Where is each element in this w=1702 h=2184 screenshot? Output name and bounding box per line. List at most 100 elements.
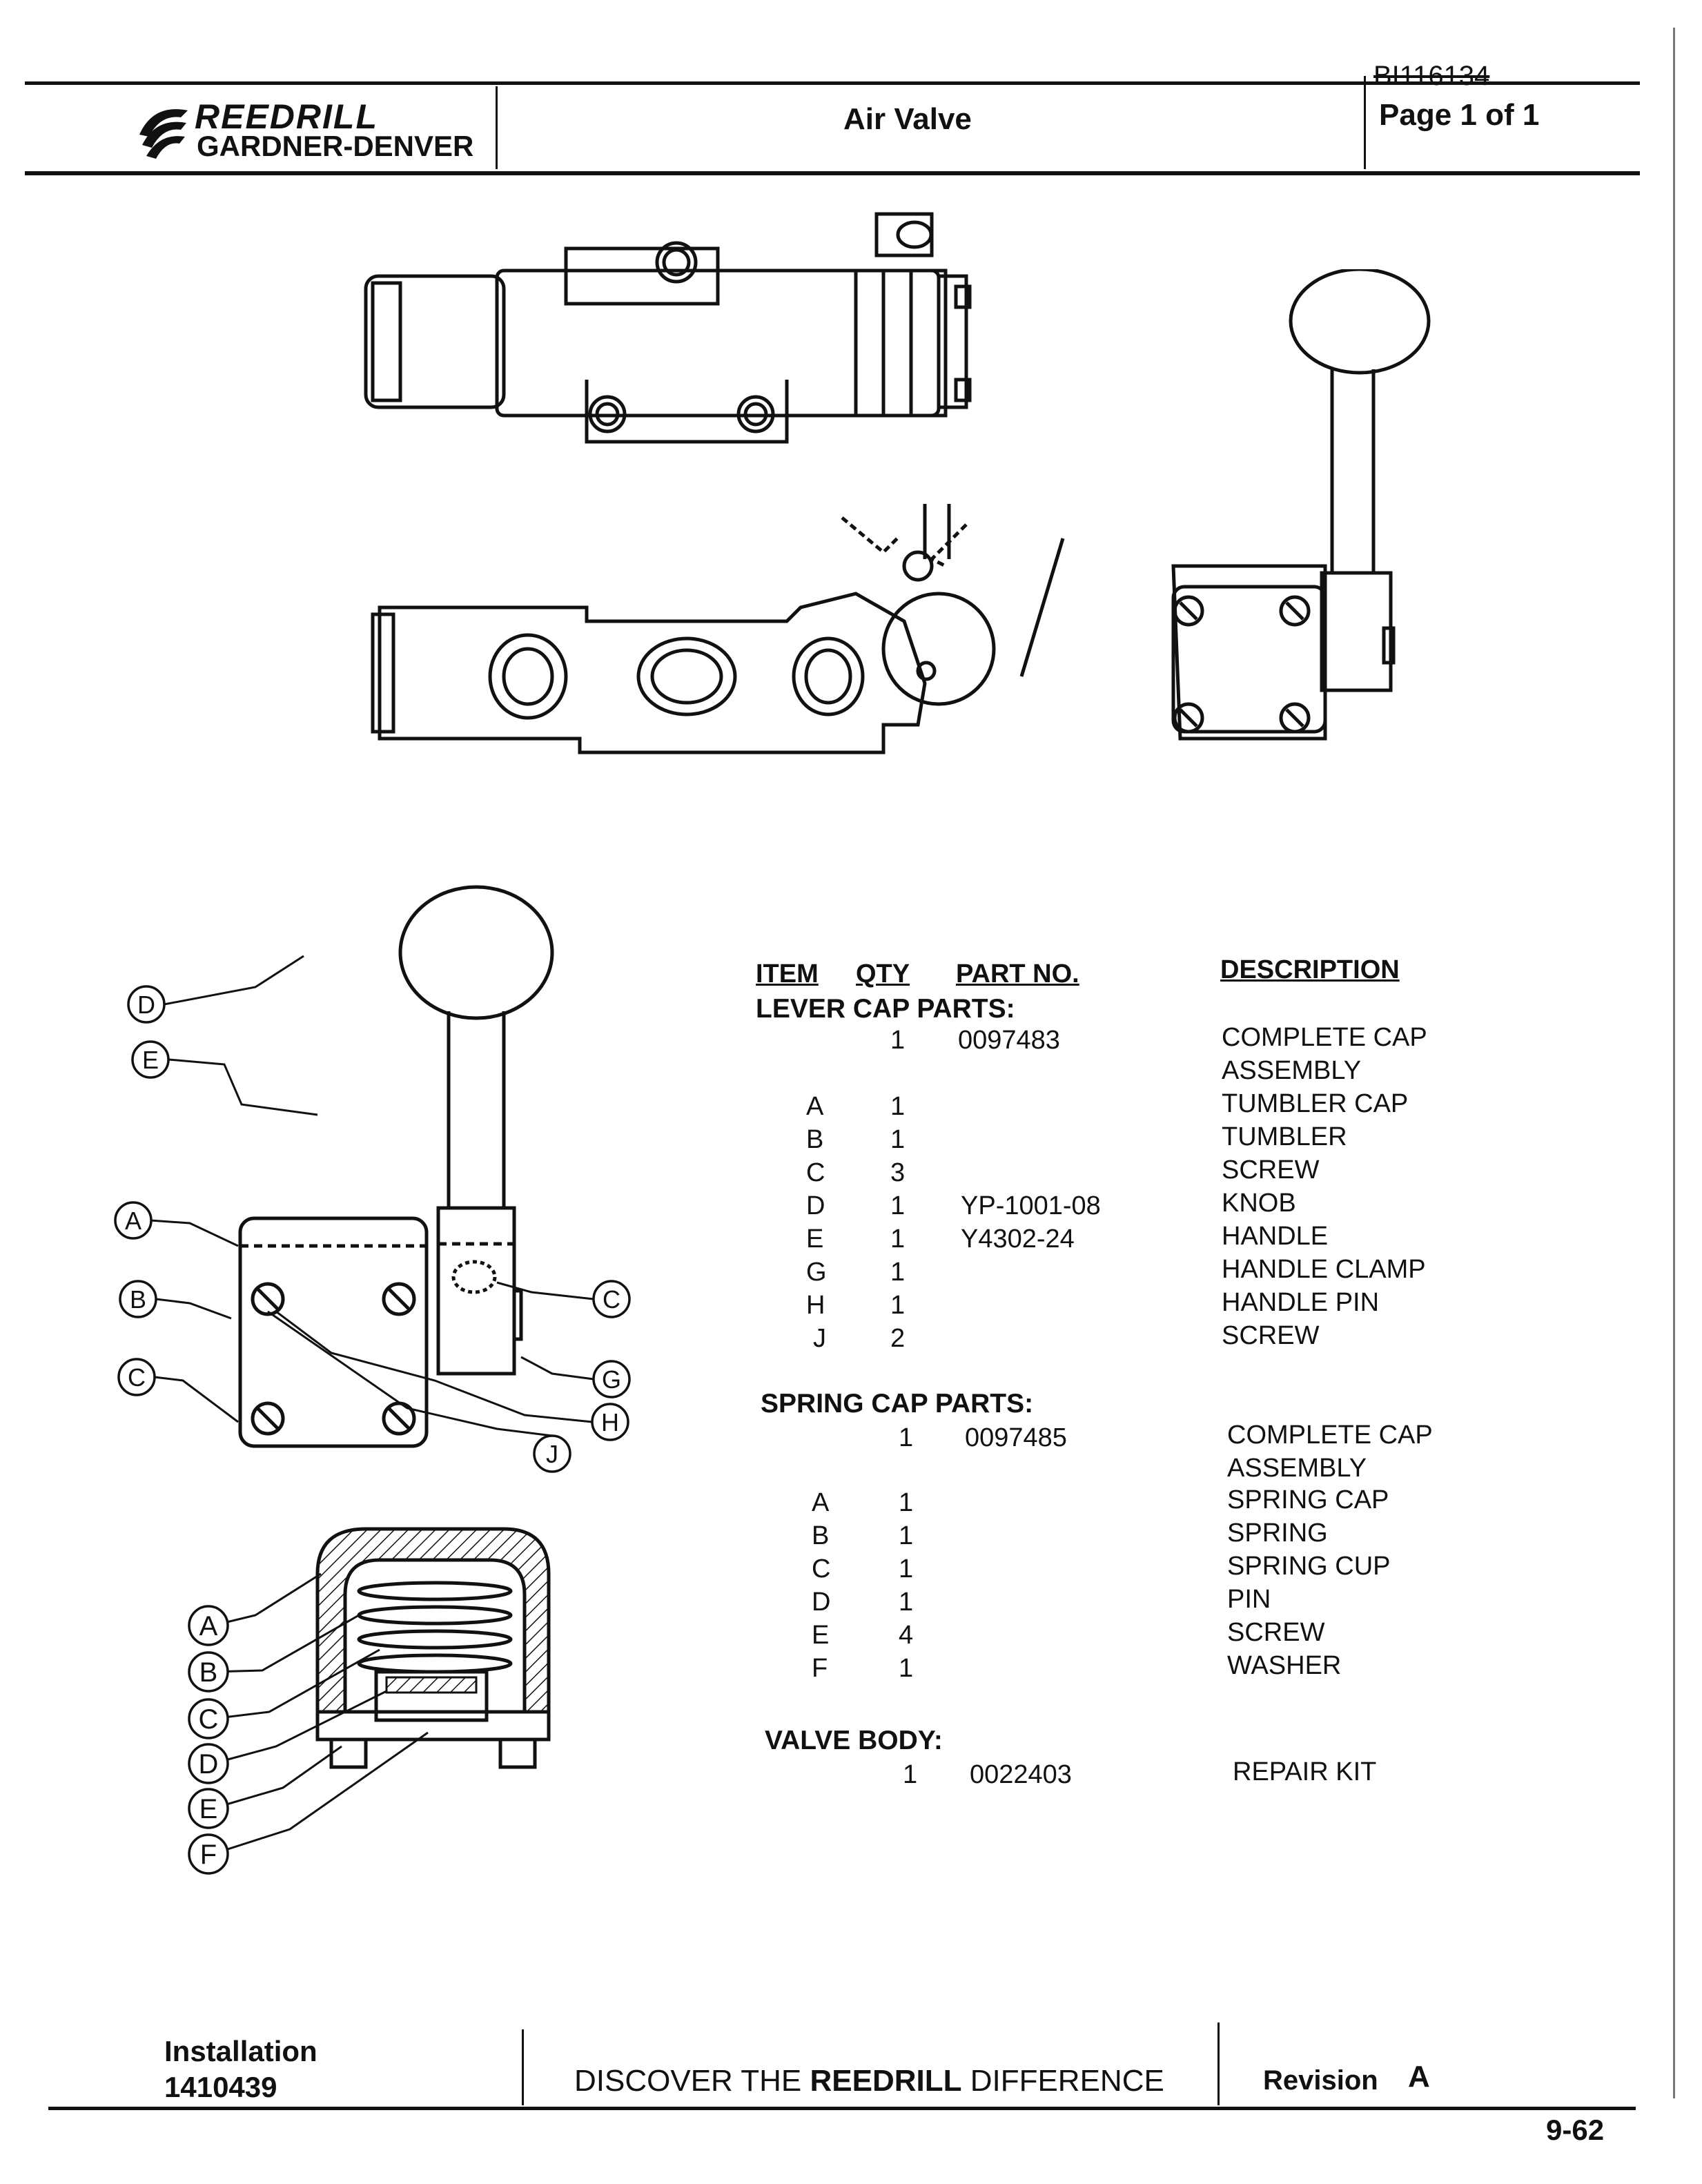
row-desc: KNOB: [1222, 1189, 1296, 1218]
col-header-part: PART NO.: [956, 959, 1079, 988]
group-lever-cap: LEVER CAP PARTS:: [756, 994, 1015, 1024]
row-desc: TUMBLER CAP: [1222, 1089, 1409, 1118]
callout-d: D: [137, 991, 155, 1019]
row-desc: SPRING CUP: [1227, 1552, 1391, 1581]
row-qty: 1: [899, 1588, 914, 1617]
group-valve-body: VALVE BODY:: [765, 1726, 943, 1755]
spring-assembly-part: 0097485: [965, 1423, 1067, 1452]
row-desc: SCREW: [1227, 1618, 1325, 1647]
callout-j: J: [546, 1440, 558, 1468]
scan-mark: [1673, 28, 1675, 2098]
valve-top-view: [364, 212, 972, 444]
callout-c-left: C: [128, 1363, 146, 1392]
row-qty: 1: [899, 1488, 914, 1517]
page-indicator: Page 1 of 1: [1379, 98, 1540, 132]
page-number: 9-62: [1546, 2114, 1605, 2146]
callout-e: E: [142, 1046, 159, 1074]
lever-assembly-qty: 1: [890, 1026, 906, 1055]
row-part: YP-1001-08: [961, 1191, 1101, 1220]
row-item: B: [806, 1125, 824, 1154]
revision-label: Revision: [1263, 2065, 1378, 2096]
row-item: D: [806, 1191, 825, 1220]
row-desc: SPRING: [1227, 1519, 1328, 1548]
row-item: H: [806, 1291, 825, 1320]
document-title: Air Valve: [843, 102, 972, 136]
spring-assembly-desc2: ASSEMBLY: [1227, 1454, 1367, 1483]
header-top-rule: [25, 81, 1640, 85]
valve-body-desc: REPAIR KIT: [1233, 1757, 1377, 1786]
row-part: Y4302-24: [961, 1225, 1075, 1254]
spring-assembly-desc1: COMPLETE CAP: [1227, 1421, 1433, 1450]
callout-a: A: [125, 1207, 141, 1235]
row-desc: WASHER: [1227, 1651, 1342, 1680]
callout-spring-d: D: [199, 1749, 219, 1780]
col-header-description: DESCRIPTION: [1220, 955, 1400, 984]
tagline-post: DIFFERENCE: [961, 2064, 1164, 2098]
tagline-brand: REEDRILL: [810, 2064, 962, 2098]
row-qty: 1: [890, 1092, 906, 1121]
footer-divider-1: [522, 2029, 524, 2105]
logo-brand: REEDRILL: [195, 97, 378, 136]
footer-tagline: DISCOVER THE REEDRILL DIFFERENCE: [574, 2064, 1164, 2098]
row-item: A: [806, 1092, 824, 1121]
spring-cap-diagram: A B C D E F: [188, 1527, 551, 1875]
header-divider-2: [1364, 76, 1366, 169]
row-desc: TUMBLER: [1222, 1122, 1347, 1151]
callout-b: B: [130, 1285, 146, 1314]
row-qty: 1: [899, 1521, 914, 1550]
callout-spring-c: C: [199, 1704, 219, 1735]
row-item: C: [806, 1158, 825, 1187]
callout-spring-e: E: [199, 1794, 218, 1824]
footer-divider-2: [1217, 2022, 1220, 2105]
footer-installation-label: Installation: [164, 2035, 317, 2067]
row-item: E: [812, 1621, 830, 1650]
row-item: J: [813, 1324, 826, 1353]
row-desc: SPRING CAP: [1227, 1485, 1389, 1514]
row-qty: 4: [899, 1621, 914, 1650]
col-header-qty: QTY: [856, 959, 910, 988]
lever-assembly-part: 0097483: [958, 1026, 1060, 1055]
valve-end-view-lever: [1171, 269, 1431, 741]
row-desc: PIN: [1227, 1585, 1271, 1614]
callout-h: H: [601, 1408, 619, 1436]
logo-company: GARDNER-DENVER: [197, 130, 474, 162]
row-item: C: [812, 1554, 831, 1583]
revision-value: A: [1408, 2060, 1430, 2094]
row-item: B: [812, 1521, 830, 1550]
footer-rule: [48, 2107, 1636, 2110]
callout-spring-f: F: [200, 1840, 217, 1870]
row-desc: HANDLE CLAMP: [1222, 1255, 1426, 1284]
row-desc: HANDLE PIN: [1222, 1288, 1380, 1317]
row-qty: 2: [890, 1324, 906, 1353]
callout-spring-a: A: [199, 1611, 218, 1641]
row-item: D: [812, 1588, 831, 1617]
header-bottom-rule: [25, 171, 1640, 175]
row-qty: 1: [899, 1554, 914, 1583]
callout-c-right: C: [603, 1285, 620, 1314]
callout-spring-b: B: [199, 1657, 218, 1688]
spring-assembly-qty: 1: [899, 1423, 914, 1452]
logo-swirl-icon: [139, 109, 188, 159]
col-header-item: ITEM: [756, 959, 819, 988]
valve-body-qty: 1: [903, 1760, 918, 1789]
callout-g: G: [602, 1365, 621, 1394]
row-qty: 1: [890, 1225, 906, 1254]
row-qty: 1: [890, 1125, 906, 1154]
lever-assembly-desc2: ASSEMBLY: [1222, 1056, 1362, 1085]
footer-installation-number: 1410439: [164, 2071, 277, 2103]
row-item: A: [812, 1488, 830, 1517]
row-item: G: [806, 1258, 827, 1287]
valve-body-part: 0022403: [970, 1760, 1072, 1789]
row-item: F: [812, 1654, 828, 1683]
header-divider-1: [496, 86, 498, 169]
row-desc: SCREW: [1222, 1156, 1320, 1184]
row-qty: 1: [899, 1654, 914, 1683]
row-desc: HANDLE: [1222, 1222, 1329, 1251]
row-item: E: [806, 1225, 824, 1254]
row-desc: SCREW: [1222, 1321, 1320, 1350]
document-code: BI116134: [1373, 61, 1490, 91]
tagline-pre: DISCOVER THE: [574, 2064, 810, 2098]
row-qty: 1: [890, 1191, 906, 1220]
valve-side-view: [371, 504, 1065, 754]
row-qty: 3: [890, 1158, 906, 1187]
